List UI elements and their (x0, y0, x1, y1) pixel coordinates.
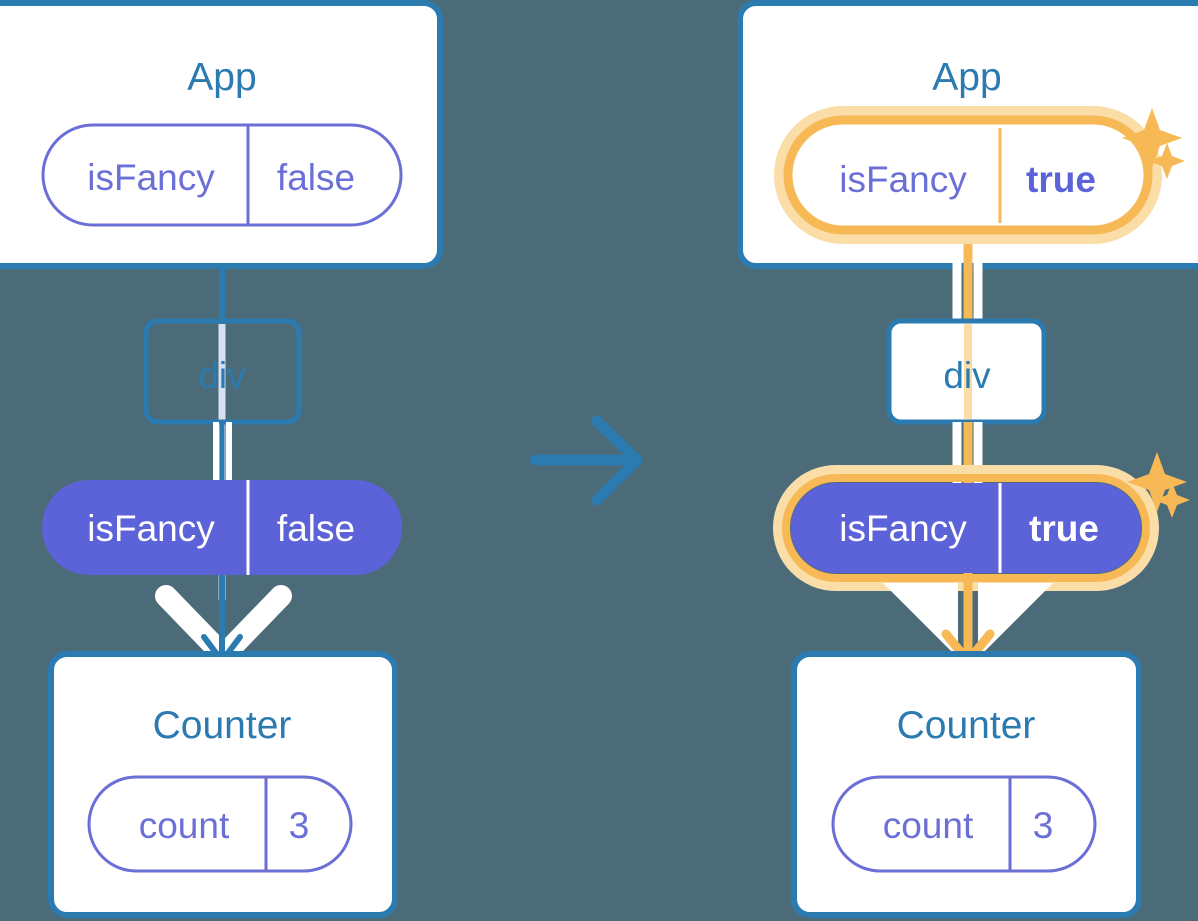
prop-pill-key-right: isFancy (839, 508, 967, 549)
sparkle-large-prop-icon (1127, 452, 1187, 512)
div-title-left: div (198, 355, 246, 396)
counter-pill-key-left: count (139, 805, 230, 846)
prop-pill-value-left: false (277, 508, 355, 549)
prop-pill-value-right: true (1029, 508, 1099, 549)
sparkle-small-app-icon (1149, 143, 1185, 179)
counter-pill-value-left: 3 (289, 805, 310, 846)
div-title-right: div (943, 355, 991, 396)
app-pill-value-right: true (1026, 159, 1096, 200)
wing-right-right (978, 583, 1053, 658)
prop-pill-key-left: isFancy (87, 508, 215, 549)
wing-left-left (155, 585, 236, 668)
app-pill-value-left: false (277, 157, 355, 198)
counter-pill-value-right: 3 (1033, 805, 1054, 846)
counter-pill-right (831, 775, 1097, 873)
app-pill-ring-right (783, 115, 1153, 235)
sparkle-large-app-icon (1122, 108, 1182, 168)
prop-pill-left (42, 480, 402, 575)
sparkle-small-prop-icon (1154, 482, 1190, 518)
app-pill-left (41, 123, 403, 227)
app-pill-key-left: isFancy (87, 157, 215, 198)
counter-pill-key-right: count (883, 805, 974, 846)
transition-arrow-head (591, 415, 643, 506)
app-pill-key-right: isFancy (839, 159, 967, 200)
prop-pill-right (791, 483, 1141, 573)
counter-pill-left (87, 775, 353, 873)
counter-title-right: Counter (897, 704, 1036, 747)
app-title-left: App (187, 56, 256, 99)
app-pill-halo-right (774, 106, 1162, 244)
counter-title-left: Counter (153, 704, 292, 747)
wing-left-right (883, 583, 958, 658)
app-title-right: App (932, 56, 1001, 99)
